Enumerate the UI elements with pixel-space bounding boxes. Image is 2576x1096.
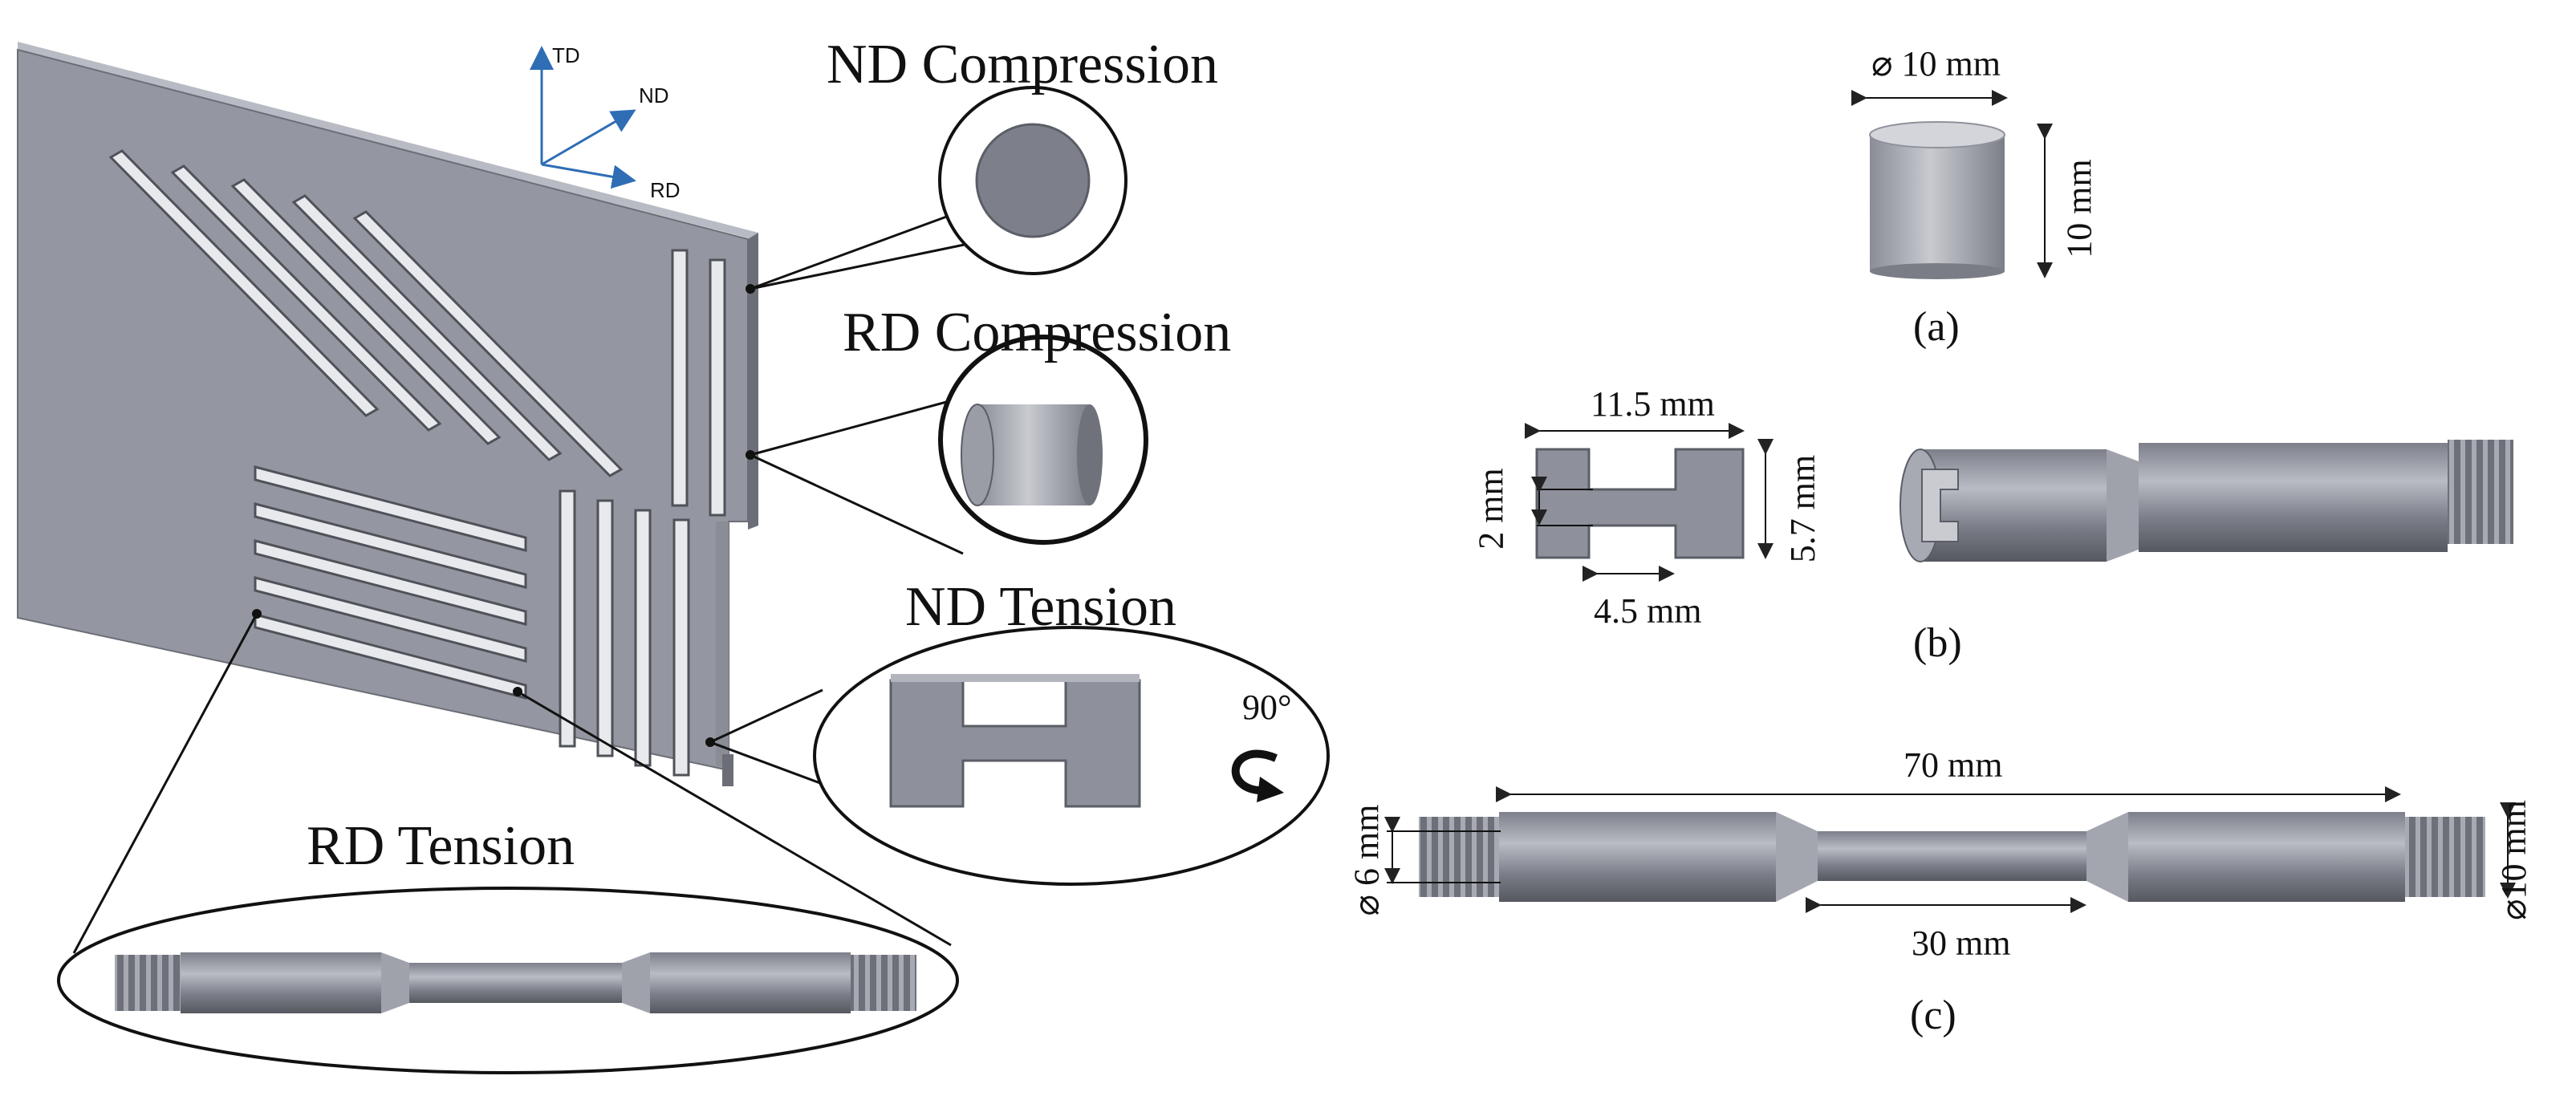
a-diameter-label: ⌀ 10 mm [1871, 44, 2001, 83]
caption-c: (c) [1910, 992, 1956, 1038]
rd-compression-callout [938, 335, 1148, 545]
axis-label-rd: RD [650, 178, 681, 202]
caption-a: (a) [1913, 304, 1960, 350]
plate [17, 42, 758, 786]
nd-compression-label: ND Compression [827, 34, 1219, 95]
axis-label-td: TD [552, 43, 580, 67]
c-gauge-diameter-label: ⌀ 6 mm [1347, 804, 1387, 916]
rd-compression-label: RD Compression [843, 302, 1232, 363]
c-gauge-length-label: 30 mm [1912, 923, 2011, 963]
caption-b: (b) [1913, 620, 1962, 666]
nd-tension-callout [813, 626, 1330, 886]
a-height-label: 10 mm [2059, 159, 2099, 258]
axis-label-nd: ND [639, 83, 669, 108]
nd-tension-label: ND Tension [905, 576, 1176, 638]
rotation-arrow-icon [1231, 749, 1278, 795]
c-total-length-label: 70 mm [1904, 745, 2003, 785]
b-height-label: 5.7 mm [1783, 454, 1823, 563]
b-gauge-length-label: 4.5 mm [1594, 591, 1702, 631]
rd-tension-callout [57, 887, 959, 1074]
b-width-label: 11.5 mm [1591, 384, 1715, 424]
specimen-a-cylinder [1851, 90, 2053, 279]
b-gauge-width-label: 2 mm [1471, 468, 1511, 550]
c-grip-diameter-label: ⌀10 mm [2493, 800, 2533, 920]
specimen-c-rod [1384, 786, 2516, 913]
axis-triad [530, 46, 636, 189]
specimen-b-flat [1525, 423, 1774, 582]
rotation-label: 90° [1242, 688, 1292, 727]
specimen-b-rod [1899, 440, 2513, 562]
rd-tension-label: RD Tension [307, 815, 575, 877]
nd-compression-callout [938, 86, 1128, 275]
